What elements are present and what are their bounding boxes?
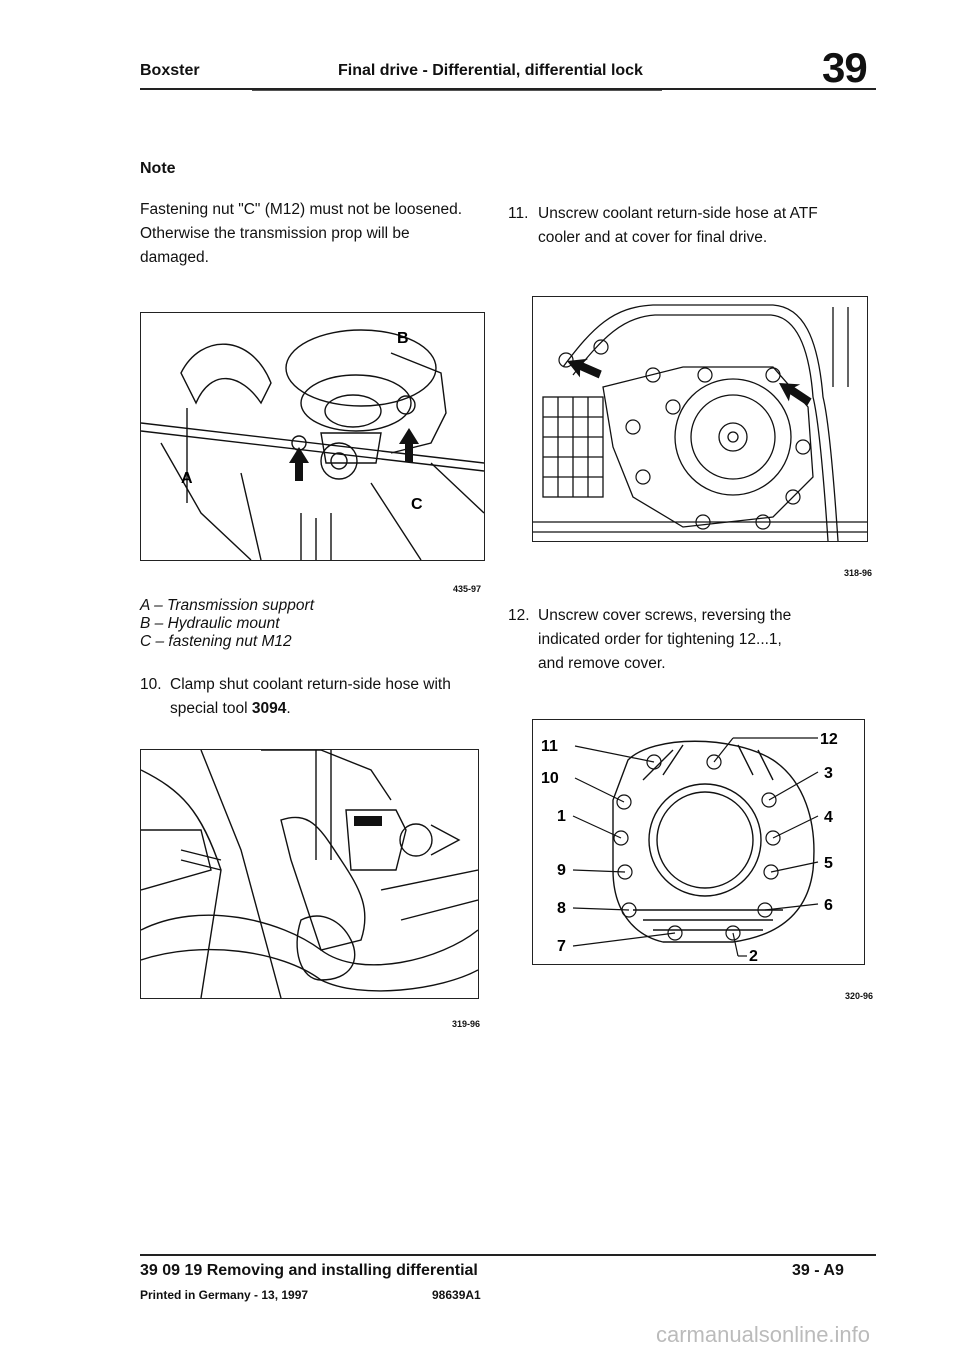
step-text-line3: and remove cover. (538, 655, 666, 672)
figure-hose-clamp (140, 749, 479, 999)
footer-section-title: 39 09 19 Removing and installing differe… (140, 1262, 478, 1279)
figure-label-a: A (181, 470, 193, 487)
screw-number-7: 7 (557, 938, 566, 955)
figure-legend: A – Transmission support B – Hydraulic m… (140, 597, 314, 651)
step-12: 12. Unscrew cover screws, reversing the i… (508, 604, 868, 676)
special-tool-number: 3094 (251, 700, 287, 717)
screw-number-1: 1 (557, 808, 566, 825)
figure-transmission-support-drawing: B A C (141, 329, 484, 560)
legend-item-a: A – Transmission support (140, 597, 315, 614)
step-text-line1: Clamp shut coolant return-side hose with (170, 676, 451, 693)
screw-number-3: 3 (824, 765, 833, 782)
screw-number-9: 9 (557, 862, 566, 879)
figure-label-b: B (397, 330, 409, 347)
figure-coolant-hose (532, 296, 868, 542)
header-title: Final drive - Differential, differential… (338, 62, 643, 79)
step-number: 11. (508, 205, 529, 222)
note-text: Fastening nut "C" (M12) must not be loos… (140, 201, 463, 266)
step-text-line1: Unscrew cover screws, reversing the (538, 607, 792, 624)
figure-hose-clamp-drawing (141, 750, 478, 998)
step-text-line2: cooler and at cover for final drive. (538, 229, 768, 246)
step-number: 10. (140, 676, 162, 693)
figure-code-318-96: 318-96 (844, 568, 873, 578)
header-rule-secondary (252, 90, 662, 91)
step-text-line2: indicated order for tightening 12...1, (538, 631, 782, 648)
figure-label-c: C (411, 496, 423, 513)
footer-code: 98639A1 (432, 1288, 481, 1302)
screw-number-10: 10 (541, 770, 559, 787)
screw-number-12: 12 (820, 731, 838, 748)
screw-number-11: 11 (541, 738, 558, 755)
note-heading: Note (140, 160, 176, 177)
legend-item-b: B – Hydraulic mount (140, 615, 280, 632)
step-text-line1: Unscrew coolant return-side hose at ATF (538, 205, 818, 222)
step-11: 11. Unscrew coolant return-side hose at A… (508, 202, 868, 250)
screw-number-5: 5 (824, 855, 833, 872)
header-rule (140, 88, 876, 90)
footer-printed: Printed in Germany - 13, 1997 (140, 1288, 309, 1302)
figure-code-319-96: 319-96 (452, 1019, 481, 1029)
header-model: Boxster (140, 62, 200, 79)
figure-transmission-support: B A C (140, 312, 485, 561)
figure-cover-screw-order: 11 12 10 3 1 4 9 5 8 6 7 2 (532, 719, 865, 965)
step-text-prefix: special tool (170, 700, 252, 717)
step-text-line2: special tool 3094. (140, 697, 480, 721)
figure-code-435-97: 435-97 (453, 584, 482, 594)
screw-number-6: 6 (824, 897, 833, 914)
screw-number-4: 4 (824, 809, 833, 826)
step-text-suffix: . (286, 700, 291, 717)
header-group-number: 39 (822, 44, 868, 91)
screw-number-8: 8 (557, 900, 566, 917)
legend-item-c: C – fastening nut M12 (140, 633, 292, 650)
step-10: 10. Clamp shut coolant return-side hose w… (140, 673, 480, 721)
figure-coolant-hose-drawing (533, 304, 867, 541)
footer-rule (140, 1254, 876, 1256)
watermark: carmanualsonline.info (656, 1322, 871, 1347)
figure-code-320-96: 320-96 (845, 991, 874, 1001)
step-number: 12. (508, 607, 530, 624)
screw-number-2: 2 (749, 948, 758, 964)
figure-cover-screw-order-drawing: 11 12 10 3 1 4 9 5 8 6 7 2 (541, 731, 838, 964)
footer-page-number: 39 - A9 (792, 1262, 844, 1279)
